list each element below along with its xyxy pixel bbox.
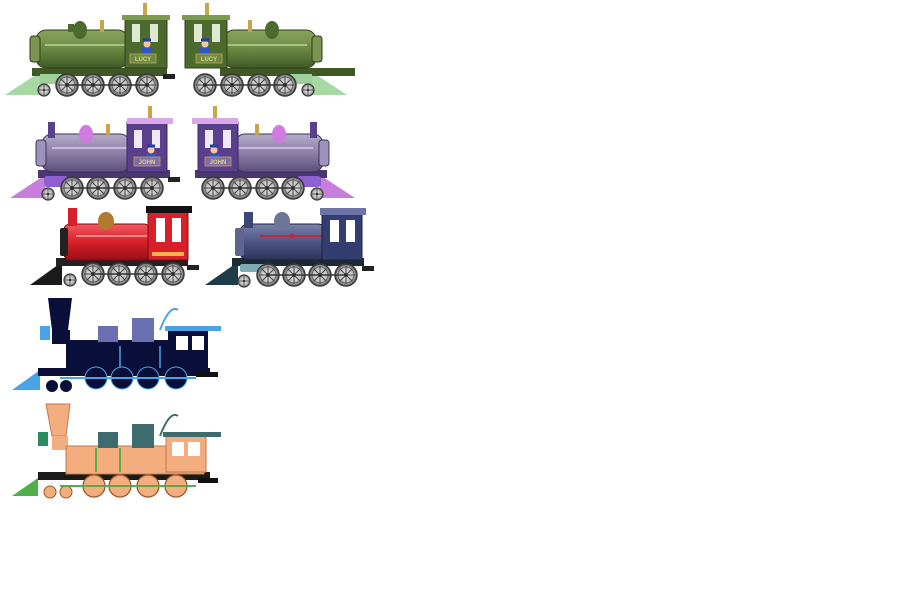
lucy-locomotive-right: LUCY (5, 3, 175, 97)
blue-old-west-locomotive (12, 298, 221, 392)
lucy-locomotive-left (182, 3, 355, 97)
lucy-name-plate-mirrored: LUCY (201, 57, 217, 63)
john-locomotive-left (192, 106, 355, 201)
john-locomotive-right: JOHN (10, 106, 180, 201)
red-locomotive (30, 206, 199, 287)
peach-old-west-locomotive (12, 403, 221, 499)
john-name-plate-mirrored: JOHN (210, 160, 227, 166)
john-name-plate: JOHN (139, 160, 156, 166)
navy-locomotive (205, 208, 374, 288)
lucy-name-plate: LUCY (135, 57, 151, 63)
